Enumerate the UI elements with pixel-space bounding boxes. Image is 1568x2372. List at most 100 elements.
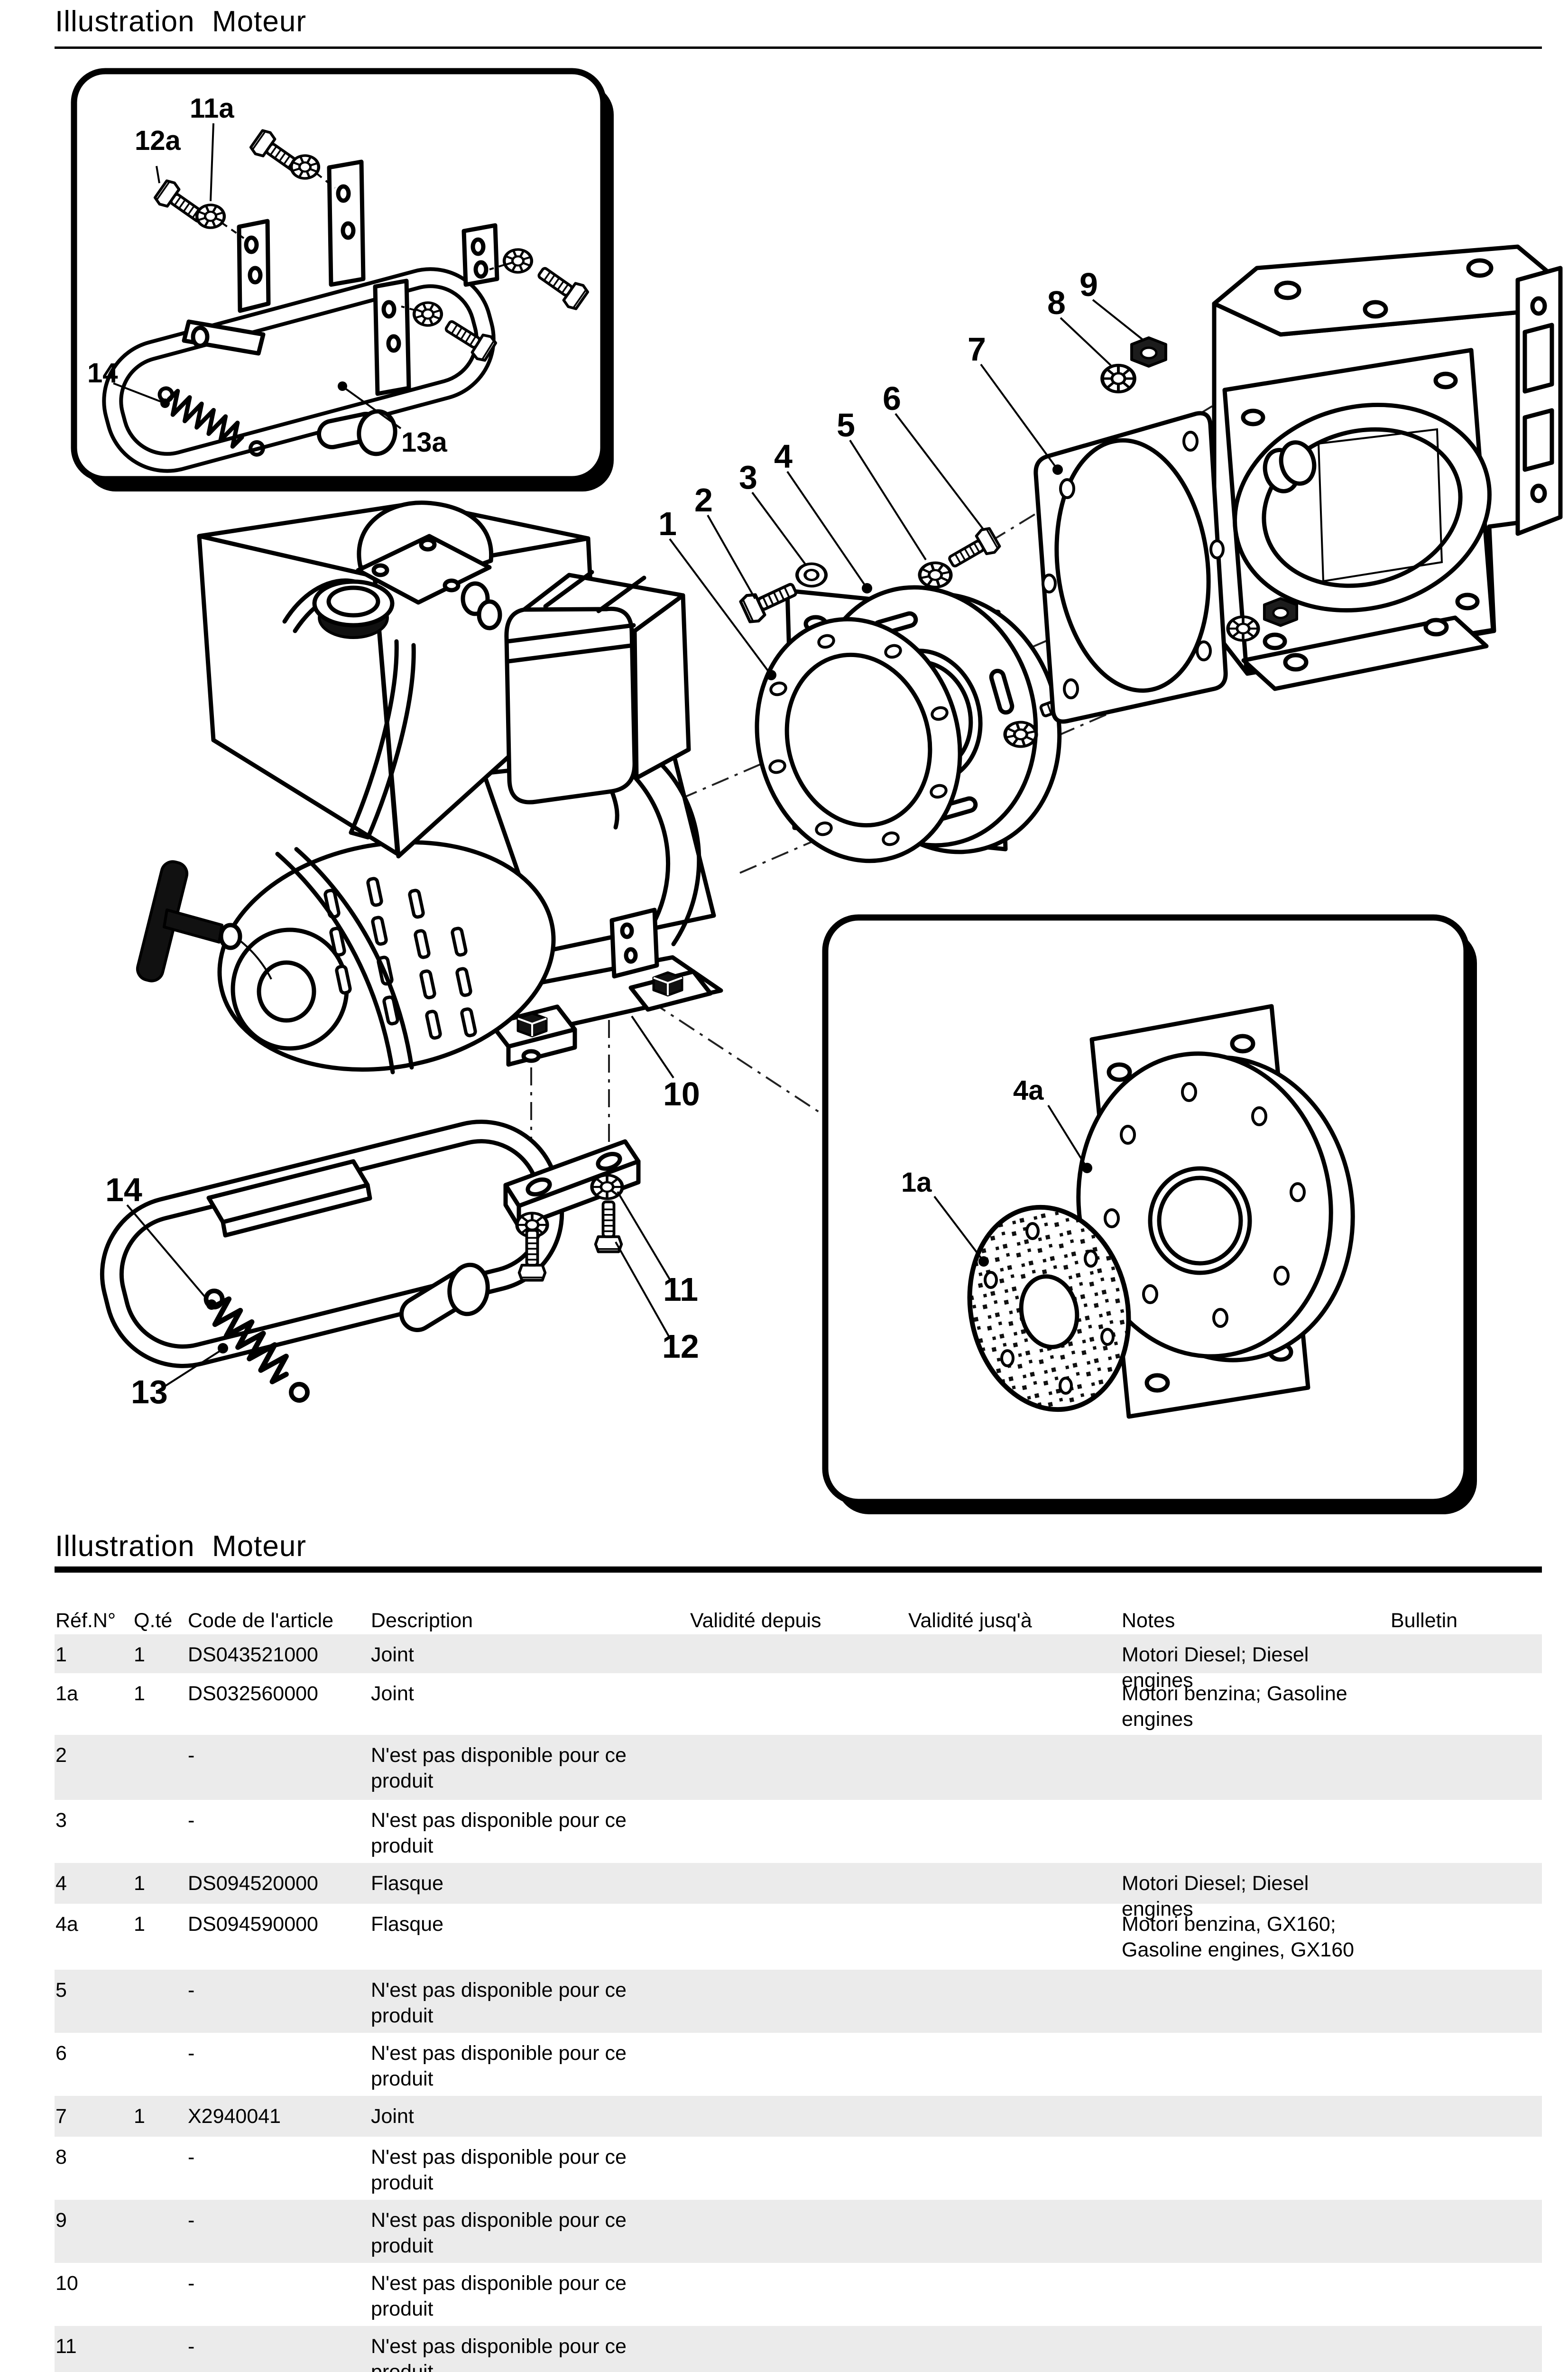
- cell-ref: 4: [55, 1872, 67, 1895]
- flange-assembly: [729, 526, 1095, 863]
- cell-desc: Joint: [371, 1682, 414, 1705]
- cell-ref: 8: [55, 2146, 67, 2168]
- inset-frame-box: [71, 68, 614, 491]
- callout-13: 13: [131, 1373, 168, 1410]
- cell-desc: N'est pas disponible pour ce produit: [371, 2042, 627, 2090]
- washer: [592, 1175, 622, 1199]
- cell-desc: N'est pas disponible pour ce produit: [371, 2146, 627, 2194]
- cell-desc: N'est pas disponible pour ce produit: [371, 1809, 627, 1857]
- exploded-diagram: 1 2 3 4 5 6 7 8 9 10 11 12 13 14 11a 12a…: [71, 68, 1563, 1514]
- page-title: Illustration Moteur: [55, 5, 306, 38]
- cell-ref: 3: [55, 1809, 67, 1832]
- header-bulletin: Bulletin: [1391, 1609, 1458, 1632]
- header-valid-from: Validité depuis: [690, 1609, 821, 1632]
- starter-handle: [136, 860, 272, 982]
- title-rule: [55, 46, 1542, 49]
- callout-7: 7: [968, 331, 986, 368]
- cell-desc: N'est pas disponible pour ce produit: [371, 2335, 627, 2372]
- table-row: 3 - N'est pas disponible pour ce produit: [55, 1800, 1542, 1863]
- callout-1a: 1a: [901, 1167, 932, 1198]
- base-bolt: [518, 1013, 546, 1036]
- cell-code: -: [188, 1744, 195, 1767]
- callout-11a: 11a: [190, 93, 234, 124]
- cell-code: -: [188, 1809, 195, 1832]
- callout-4a: 4a: [1013, 1075, 1044, 1106]
- square-gasket: [1033, 411, 1228, 724]
- inset-brackets: [237, 159, 499, 396]
- header-valid-to: Validité jusq'à: [908, 1609, 1032, 1632]
- table-row: 10 - N'est pas disponible pour ce produi…: [55, 2263, 1542, 2326]
- table-row: 1 1 DS043521000 Joint Motori Diesel; Die…: [55, 1634, 1542, 1692]
- table-row: 4 1 DS094520000 Flasque Motori Diesel; D…: [55, 1863, 1542, 1920]
- cell-ref: 10: [55, 2272, 78, 2295]
- cell-qty: 1: [134, 1643, 145, 1666]
- header-code: Code de l'article: [188, 1609, 333, 1632]
- callout-10: 10: [663, 1075, 700, 1112]
- inset-frame: [102, 267, 496, 473]
- cell-code: DS043521000: [188, 1643, 318, 1666]
- header-desc: Description: [371, 1609, 473, 1632]
- table-row: 4a 1 DS094590000 Flasque Motori benzina,…: [55, 1904, 1542, 1970]
- leader-lines: [113, 123, 1145, 1392]
- table-row: 5 - N'est pas disponible pour ce produit: [55, 1970, 1542, 2033]
- cell-code: -: [188, 2272, 195, 2295]
- callout-8: 8: [1047, 284, 1066, 321]
- air-filter: [504, 570, 691, 805]
- cell-qty: 1: [134, 1913, 145, 1936]
- callout-12a: 12a: [135, 125, 181, 156]
- callout-14-inset: 14: [87, 358, 118, 389]
- flange-4a: [1076, 1004, 1355, 1419]
- cell-ref: 2: [55, 1744, 67, 1767]
- cell-qty: 1: [134, 1682, 145, 1705]
- nut: [1264, 599, 1297, 626]
- table-row: 6 - N'est pas disponible pour ce produit: [55, 2033, 1542, 2096]
- nut-9: [1132, 338, 1166, 366]
- cell-qty: 1: [134, 2105, 145, 2128]
- cell-desc: N'est pas disponible pour ce produit: [371, 1979, 627, 2027]
- callout-12: 12: [662, 1328, 699, 1365]
- muffler-bracket: [356, 500, 502, 630]
- callout-labels: 1 2 3 4 5 6 7 8 9 10 11 12 13 14 11a 12a…: [87, 93, 1098, 1410]
- section-title: Illustration Moteur: [55, 1530, 306, 1563]
- cell-code: X2940041: [188, 2105, 281, 2128]
- cell-ref: 1a: [55, 1682, 78, 1705]
- fuel-cap: [312, 579, 395, 639]
- callout-3: 3: [739, 459, 757, 496]
- cell-ref: 5: [55, 1979, 67, 2001]
- engine: [136, 500, 723, 1075]
- callout-2: 2: [694, 482, 713, 519]
- callout-13a: 13a: [401, 427, 448, 458]
- header-ref: Réf.N°: [55, 1609, 116, 1632]
- table-row: 2 - N'est pas disponible pour ce produit: [55, 1735, 1542, 1800]
- callout-11: 11: [663, 1271, 698, 1308]
- cell-code: -: [188, 1979, 195, 2001]
- callout-1: 1: [658, 505, 677, 542]
- mounting-bar: [503, 1139, 641, 1229]
- table-row: 9 - N'est pas disponible pour ce produit: [55, 2200, 1542, 2263]
- cell-ref: 4a: [55, 1913, 78, 1936]
- cell-desc: N'est pas disponible pour ce produit: [371, 2272, 627, 2320]
- bumper-frame: [100, 1120, 641, 1403]
- table-row: 1a 1 DS032560000 Joint Motori benzina; G…: [55, 1673, 1542, 1735]
- bolt-6: [945, 526, 1001, 574]
- cell-qty: 1: [134, 1872, 145, 1895]
- cell-desc: Joint: [371, 2105, 414, 2128]
- cell-desc: Joint: [371, 1643, 414, 1666]
- cell-notes: Motori Diesel; Diesel engines: [1122, 1643, 1309, 1692]
- cell-notes: Motori Diesel; Diesel engines: [1122, 1872, 1309, 1920]
- recoil-screen: [217, 840, 556, 1075]
- cell-desc: N'est pas disponible pour ce produit: [371, 2209, 627, 2257]
- cell-ref: 9: [55, 2209, 67, 2232]
- table-row: 7 1 X2940041 Joint: [55, 2096, 1542, 2137]
- cell-ref: 6: [55, 2042, 67, 2065]
- gasket-1a: [967, 1205, 1131, 1412]
- cell-ref: 1: [55, 1643, 67, 1666]
- washer: [1228, 617, 1258, 640]
- cell-code: DS094590000: [188, 1913, 318, 1936]
- parts-table: 1 1 DS043521000 Joint Motori Diesel; Die…: [55, 1634, 1542, 2372]
- table-row: 8 - N'est pas disponible pour ce produit: [55, 2137, 1542, 2200]
- section-rule: [55, 1566, 1542, 1573]
- cell-notes: Motori benzina, GX160; Gasoline engines,…: [1122, 1913, 1355, 1961]
- housing-foot: [1241, 615, 1489, 691]
